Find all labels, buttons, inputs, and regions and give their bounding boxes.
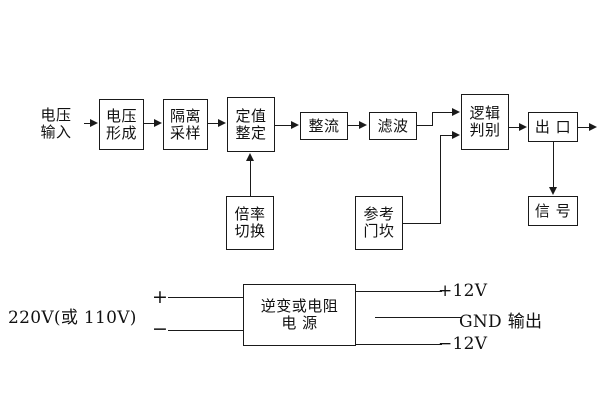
arrow-filter-to-logic-icon	[452, 108, 460, 116]
arrow-setting-to-rectifier-icon	[291, 121, 299, 129]
block-setting-value-line2: 整定	[235, 123, 267, 142]
block-signal: 信 号	[528, 196, 578, 226]
connector-filter-to-logic-h2	[432, 112, 454, 113]
rail-positive-label: +12V	[438, 281, 488, 301]
arrow-threshold-to-logic-icon	[452, 131, 460, 139]
block-voltage-forming-line1: 电压	[105, 106, 137, 125]
wire-source-positive	[168, 297, 243, 298]
connector-isolation-to-setting	[208, 123, 219, 124]
block-logic-discrimination: 逻辑 判别	[461, 94, 509, 150]
block-multiplier-switch-line1: 倍率	[234, 205, 266, 224]
block-isolation-sampling-line2: 采样	[169, 123, 201, 142]
block-voltage-forming-line2: 形成	[105, 123, 137, 142]
wire-rail-ground	[375, 317, 461, 318]
arrow-multiplier-to-setting-icon	[246, 153, 254, 161]
connector-multiplier-to-setting	[250, 160, 251, 197]
connector-threshold-to-logic-h2	[440, 135, 454, 136]
voltage-input-label: 电压 输入	[28, 97, 84, 151]
arrow-forming-to-isolation-icon	[154, 119, 162, 127]
arrow-rectifier-to-filter-icon	[359, 121, 367, 129]
block-power-supply-line2: 电 源	[281, 314, 318, 332]
arrow-output-to-signal-icon	[549, 187, 557, 195]
block-reference-threshold: 参考 门坎	[355, 196, 403, 250]
voltage-input-label-line2: 输入	[40, 123, 72, 141]
block-reference-threshold-line1: 参考	[363, 205, 395, 224]
voltage-input-label-line1: 电压	[40, 105, 72, 124]
block-output-port: 出 口	[528, 112, 578, 142]
connector-setting-to-rectifier	[275, 125, 292, 126]
connector-rectifier-to-filter	[348, 125, 360, 126]
connector-threshold-to-logic-v	[440, 135, 441, 224]
block-power-supply-line1: 逆变或电阻	[260, 297, 339, 316]
block-voltage-forming: 电压 形成	[99, 99, 144, 150]
wire-rail-negative	[356, 344, 442, 345]
rail-ground-label: GND 输出	[459, 312, 543, 332]
connector-output-to-signal	[553, 142, 554, 188]
connector-filter-to-logic-v	[432, 112, 433, 126]
block-multiplier-switch-line2: 切换	[234, 222, 266, 240]
block-isolation-sampling: 隔离 采样	[163, 99, 208, 150]
connector-logic-to-output	[509, 127, 520, 128]
block-filter-line1: 滤波	[377, 116, 409, 135]
block-rectifier-line1: 整流	[308, 116, 340, 135]
connector-filter-to-logic-h1	[417, 125, 433, 126]
block-logic-discrimination-line1: 逻辑	[469, 104, 501, 123]
wire-rail-positive	[356, 291, 442, 292]
polarity-plus-label: +	[152, 286, 168, 308]
block-setting-value: 定值 整定	[227, 97, 275, 152]
power-source-label: 220V(或 110V)	[8, 308, 137, 328]
arrow-input-to-forming-icon	[90, 119, 98, 127]
block-multiplier-switch: 倍率 切换	[226, 196, 274, 250]
block-filter: 滤波	[369, 112, 417, 140]
polarity-minus-label: −	[152, 318, 168, 340]
block-setting-value-line1: 定值	[235, 106, 267, 125]
block-signal-line1: 信 号	[534, 201, 572, 220]
block-logic-discrimination-line2: 判别	[469, 121, 501, 139]
connector-threshold-to-logic-h1	[403, 223, 441, 224]
block-output-port-line1: 出 口	[534, 117, 572, 136]
arrow-logic-to-output-icon	[519, 123, 527, 131]
block-power-supply: 逆变或电阻 电 源	[243, 284, 356, 346]
rail-negative-label: −12V	[438, 334, 488, 354]
arrow-isolation-to-setting-icon	[218, 119, 226, 127]
block-isolation-sampling-line1: 隔离	[169, 106, 201, 125]
connector-input-to-forming	[84, 123, 91, 124]
wire-source-negative	[168, 330, 243, 331]
arrow-output-to-edge-icon	[589, 123, 597, 131]
connector-forming-to-isolation	[144, 123, 155, 124]
block-rectifier: 整流	[300, 112, 348, 140]
connector-output-to-edge	[578, 127, 590, 128]
block-reference-threshold-line2: 门坎	[363, 222, 395, 240]
